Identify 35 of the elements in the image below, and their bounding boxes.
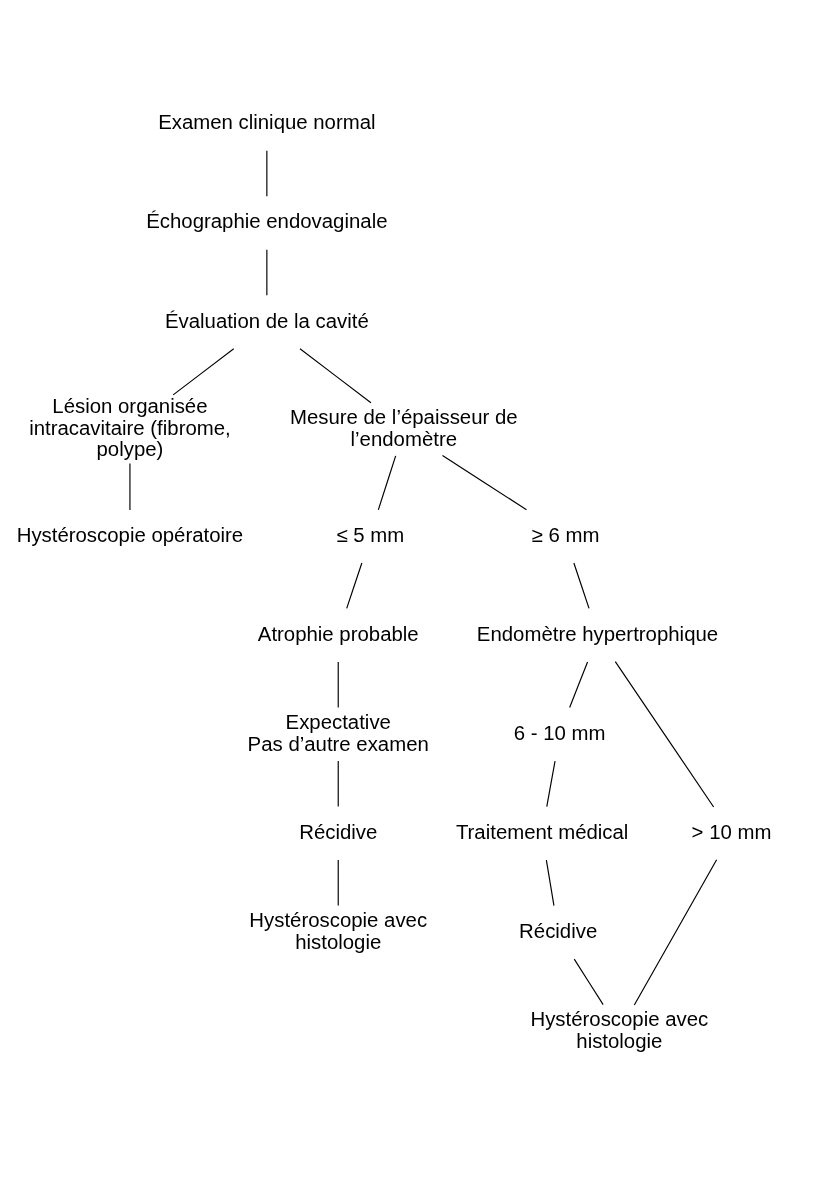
node-text: Examen clinique normal [158,110,376,133]
connector [633,858,718,1006]
connector [377,454,397,510]
node-text: > 10 mm [691,820,772,843]
node-text: Évaluation de la cavité [164,309,369,332]
node-text: Traitement médical [455,820,629,843]
connector [266,149,268,197]
node-text: Récidive [519,919,598,942]
node-text: ≥ 6 mm [531,523,600,546]
connector [299,347,372,403]
node-text: Hystéroscopie avec histologie [530,1007,709,1052]
node-text: Hystéroscopie avec histologie [249,908,428,953]
connector [614,660,715,808]
connector [545,859,555,906]
connector [337,759,339,807]
connector [337,660,339,708]
connector [337,859,339,906]
node-text: Mesure de l’épaisseur de l’endomètre [289,405,518,450]
node-text: Récidive [299,820,378,843]
connector [573,561,590,609]
node-text: Expectative Pas d’autre examen [247,710,429,755]
node-text: 6 - 10 mm [513,721,606,744]
node-text: ≤ 5 mm [336,523,405,546]
connector [546,759,556,807]
node-text: Échographie endovaginale [146,209,388,232]
node-text: Endomètre hypertrophique [476,622,719,645]
connector [573,958,604,1005]
connector [441,454,528,510]
node-text: Atrophie probable [257,622,419,645]
connector [346,561,363,609]
connector [266,248,268,296]
node-text: Lésion organisée intracavitaire (fibrome, polype) [29,394,231,460]
connector [569,660,589,708]
node-text: Hystéroscopie opératoire [16,523,244,546]
connector [172,347,235,395]
